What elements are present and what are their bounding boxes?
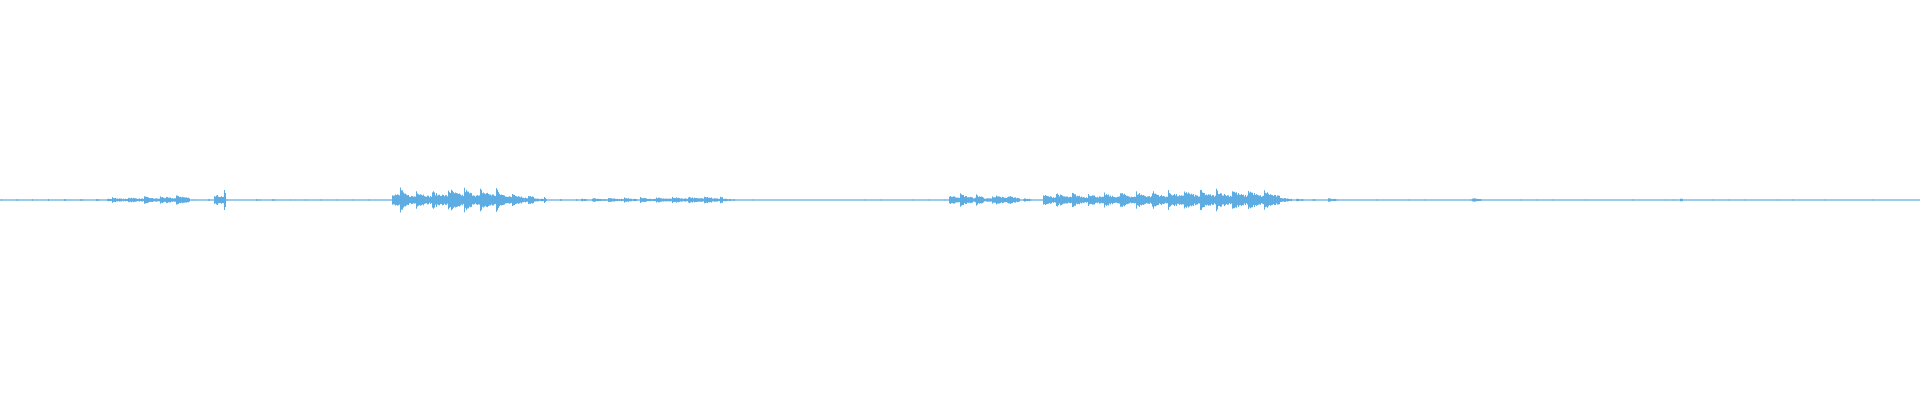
waveform xyxy=(0,187,1920,213)
